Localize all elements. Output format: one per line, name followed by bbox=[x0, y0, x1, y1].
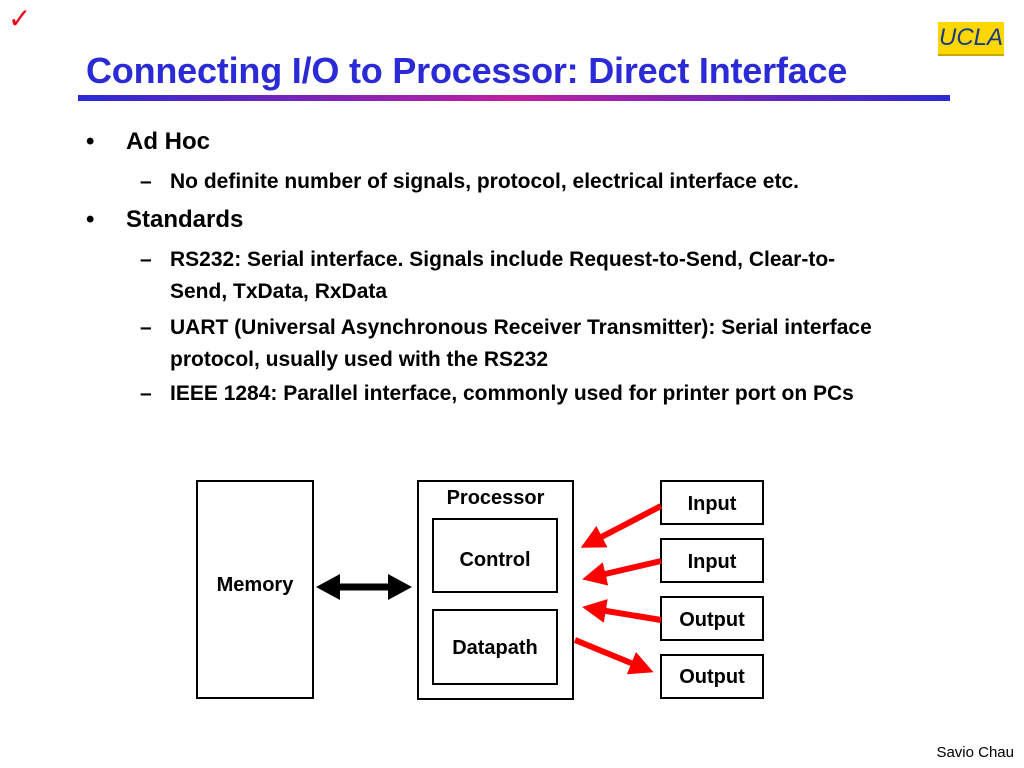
sub-bullet-text: No definite number of signals, protocol,… bbox=[170, 170, 799, 193]
sub-bullet-text: RS232: Serial interface. Signals include… bbox=[170, 248, 836, 303]
memory-label: Memory bbox=[216, 574, 294, 596]
bullet-dot: • bbox=[86, 206, 95, 233]
bullet-item: • Standards bbox=[86, 206, 244, 234]
output-box bbox=[660, 654, 764, 699]
sub-bullet-dash: – bbox=[140, 316, 152, 339]
author-footer: Savio Chau bbox=[936, 744, 1014, 761]
title-underline bbox=[78, 95, 950, 101]
sub-bullet-dash: – bbox=[140, 248, 152, 271]
input-arrow bbox=[580, 503, 663, 548]
bullet-dot: • bbox=[86, 128, 95, 155]
sub-bullet-item: – IEEE 1284: Parallel interface, commonl… bbox=[140, 378, 930, 410]
output-label: Output bbox=[679, 609, 745, 631]
sub-bullet-dash: – bbox=[140, 170, 152, 193]
output-label: Output bbox=[679, 666, 745, 688]
input-box bbox=[660, 480, 764, 525]
sub-bullet-text: IEEE 1284: Parallel interface, commonly … bbox=[170, 382, 854, 405]
memory-box bbox=[196, 480, 314, 699]
bullet-text: Ad Hoc bbox=[126, 128, 210, 155]
sub-bullet-item: – No definite number of signals, protoco… bbox=[140, 166, 930, 198]
input-box bbox=[660, 538, 764, 583]
datapath-box bbox=[432, 609, 558, 685]
output-arrow bbox=[573, 637, 654, 675]
output-box bbox=[660, 596, 764, 641]
control-box bbox=[432, 518, 558, 593]
page-title: Connecting I/O to Processor: Direct Inte… bbox=[86, 50, 848, 91]
output-arrow bbox=[582, 599, 662, 623]
ucla-logo: UCLA bbox=[938, 22, 1004, 56]
memory-processor-arrow bbox=[316, 574, 412, 600]
input-label: Input bbox=[687, 551, 737, 573]
bullet-item: • Ad Hoc bbox=[86, 128, 210, 156]
processor-label: Processor bbox=[446, 487, 545, 509]
checkmark-icon: ✓ bbox=[8, 2, 32, 35]
input-label: Input bbox=[687, 493, 737, 515]
input-arrow bbox=[582, 558, 662, 586]
sub-bullet-text: UART (Universal Asynchronous Receiver Tr… bbox=[170, 316, 872, 371]
sub-bullet-item: – RS232: Serial interface. Signals inclu… bbox=[140, 244, 890, 308]
sub-bullet-dash: – bbox=[140, 382, 152, 405]
datapath-label: Datapath bbox=[452, 637, 538, 659]
sub-bullet-item: – UART (Universal Asynchronous Receiver … bbox=[140, 312, 930, 376]
control-label: Control bbox=[459, 549, 531, 571]
bullet-text: Standards bbox=[126, 206, 244, 233]
